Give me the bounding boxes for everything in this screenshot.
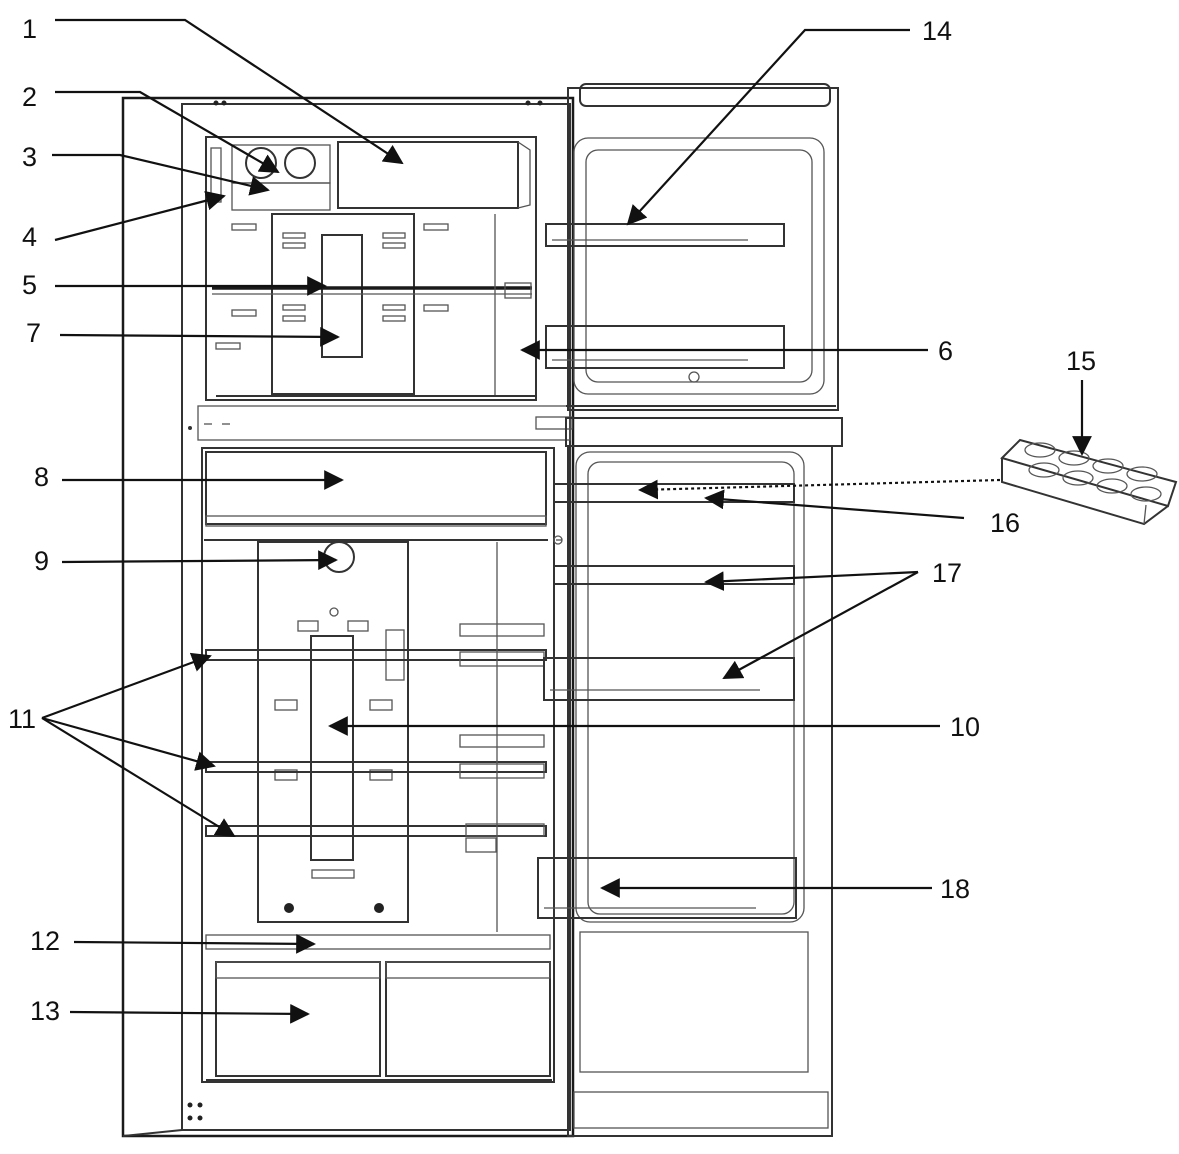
label-12: 12	[30, 926, 60, 956]
label-9: 9	[34, 546, 49, 576]
label-15: 15	[1066, 346, 1096, 376]
freezer-compartment	[205, 136, 537, 401]
label-1: 1	[22, 14, 37, 44]
label-11: 11	[8, 704, 36, 734]
compartment-divider	[188, 405, 573, 441]
label-6: 6	[938, 336, 953, 366]
cabinet	[121, 96, 575, 1138]
label-10: 10	[950, 712, 980, 742]
label-13: 13	[30, 996, 60, 1026]
callout-arrows	[41, 18, 1092, 1024]
label-3: 3	[22, 142, 37, 172]
fresh-food-compartment	[201, 447, 555, 1083]
callout-labels: 1 2 3 4 5 7 6 14 15 16 17 8 9 11 10 18 1…	[8, 14, 1096, 1026]
fresh-food-door	[537, 417, 843, 1137]
egg-tray	[1000, 438, 1178, 526]
label-7: 7	[26, 318, 41, 348]
label-18: 18	[940, 874, 970, 904]
label-17: 17	[932, 558, 962, 588]
label-8: 8	[34, 462, 49, 492]
label-5: 5	[22, 270, 37, 300]
label-16: 16	[990, 508, 1020, 538]
label-14: 14	[922, 16, 952, 46]
freezer-door	[545, 83, 839, 411]
label-2: 2	[22, 82, 37, 112]
label-4: 4	[22, 222, 37, 252]
